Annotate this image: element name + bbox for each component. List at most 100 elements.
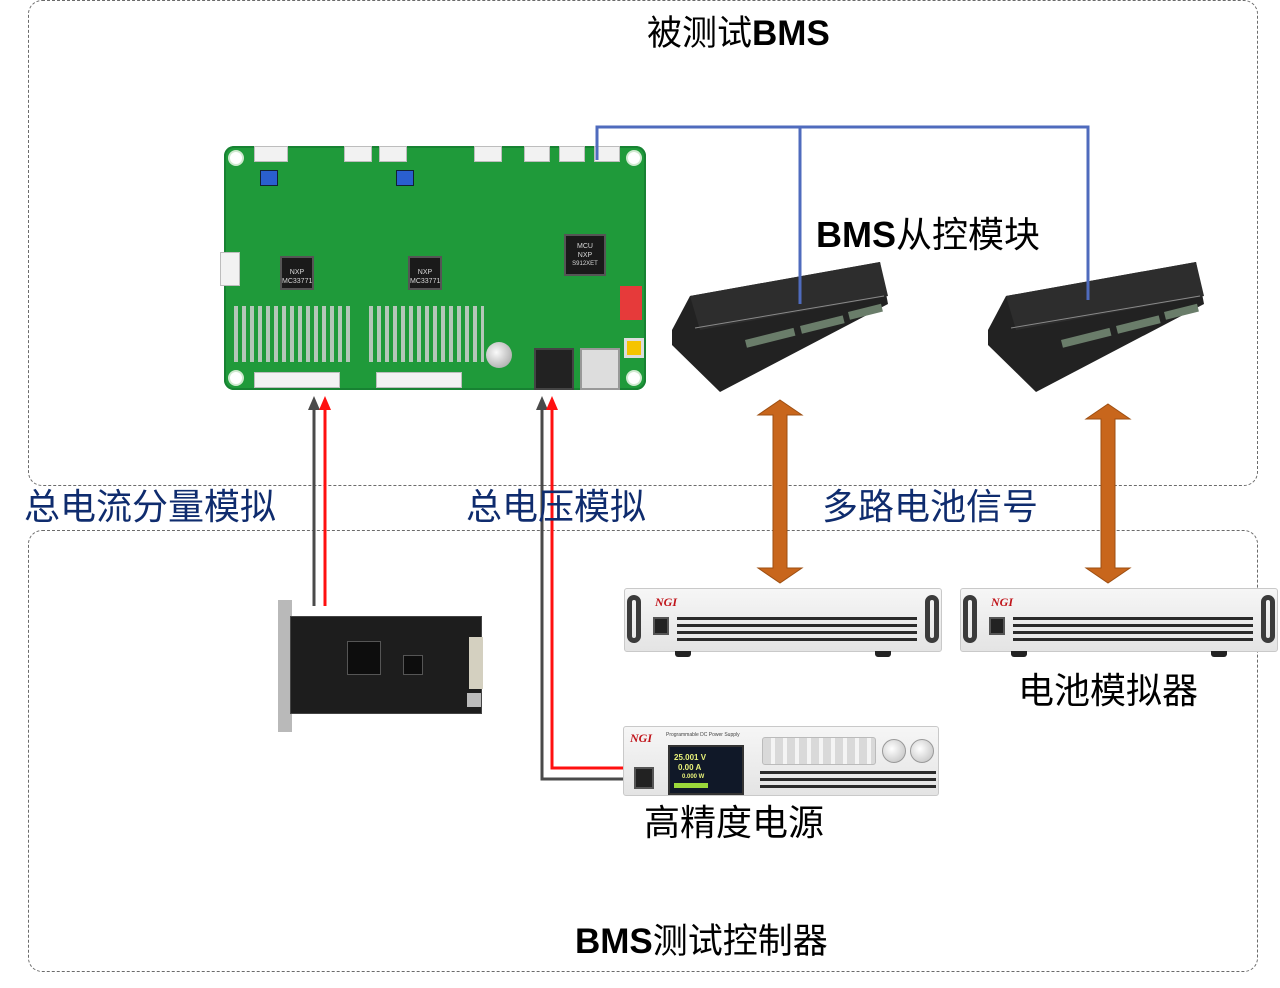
chip-brand: MCU (577, 243, 593, 250)
brand-logo: NGI (991, 595, 1014, 609)
cell-resistor-bank (234, 306, 354, 362)
card-pcb (290, 616, 483, 714)
top-connector (594, 146, 620, 162)
arrow-head-icon (546, 396, 558, 410)
battery-simulator-label: 电池模拟器 (1018, 671, 1199, 712)
cell-signal-label: 多路电池信号 (822, 487, 1039, 528)
slave-module-terminal (848, 303, 883, 320)
slave-module-terminal (745, 327, 796, 348)
current-sim-label: 总电流分量模拟 (24, 487, 277, 528)
top-connector (524, 146, 550, 162)
card-main-chip (347, 641, 381, 675)
current-sim-wires (308, 396, 331, 606)
chip-brand: NXP (289, 269, 305, 276)
cell-signal-arrow-2 (1084, 403, 1132, 584)
arrow-head-icon (308, 396, 320, 410)
current-readout: 0.00 A (678, 763, 702, 772)
bms-under-test-group (28, 0, 1258, 486)
voltage-sim-label: 总电压模拟 (466, 487, 647, 528)
cell-signal-arrow-1 (756, 399, 804, 584)
test-controller-title: BMS测试控制器 (575, 924, 828, 960)
rj45-port (580, 348, 620, 390)
top-connector (344, 146, 372, 162)
current-knob (910, 739, 934, 763)
slave-module-terminal (1116, 315, 1161, 334)
double-arrow-icon (1084, 403, 1132, 584)
chip-part: MC33771 (282, 278, 313, 285)
slave-module-top (690, 262, 888, 330)
top-connector (379, 146, 407, 162)
card-rj45 (467, 693, 481, 707)
precision-power-supply: NGI Programmable DC Power Supply 25.001 … (623, 726, 939, 796)
card-bracket (278, 600, 292, 732)
vent-grille (677, 617, 917, 643)
slave-module-edge (694, 295, 885, 329)
slave-module-edge (1010, 295, 1201, 329)
chip-part: NXP (577, 252, 593, 259)
mount-hole (228, 370, 244, 386)
slave-module-2 (988, 262, 1204, 392)
positive-wire (550, 410, 625, 770)
lcd-status-bar (674, 783, 708, 788)
slave-module-label: BMS从控模块 (816, 217, 1040, 254)
afe-chip-1: NXP MC33771 (280, 256, 314, 290)
rj11-port (534, 348, 574, 390)
card-aux-chip (403, 655, 423, 675)
slave-module-terminal (800, 315, 845, 334)
chip-part: MC33771 (410, 278, 441, 285)
voltage-readout: 25.001 V (674, 753, 707, 762)
reset-button (624, 338, 644, 358)
afe-chip-2: NXP MC33771 (408, 256, 442, 290)
power-switch (634, 767, 654, 789)
current-sim-card (278, 600, 490, 732)
power-switch (989, 617, 1005, 635)
voltage-sim-wires (536, 396, 625, 781)
top-connector (559, 146, 585, 162)
test-controller-group (28, 530, 1258, 972)
slave-module-terminal (1061, 327, 1112, 348)
rack-foot (675, 651, 691, 657)
rack-handle (1261, 595, 1275, 643)
electrolytic-capacitor (486, 342, 512, 368)
mcu-chip: MCU NXP S912XET (564, 234, 606, 276)
mount-hole (626, 370, 642, 386)
power-readout: 0.000 W (682, 774, 705, 780)
chip-brand: NXP (417, 269, 433, 276)
power-switch (653, 617, 669, 635)
slave-module-label-zh: 从控模块 (896, 215, 1041, 256)
slave-module-1 (672, 262, 888, 392)
cell-connector-2 (376, 372, 462, 388)
chip-sub: S912XET (572, 261, 598, 267)
arrow-head-icon (319, 396, 331, 410)
slave-module-label-latin: BMS (816, 214, 896, 255)
brand-logo: NGI (630, 731, 653, 745)
communication-bus (595, 125, 1090, 304)
rack-handle (627, 595, 641, 643)
top-connector (254, 146, 288, 162)
slave-module-top (1006, 262, 1204, 330)
battery-simulator-1: NGI (624, 588, 942, 657)
double-arrow-icon (756, 399, 804, 584)
test-controller-title-zh: 测试控制器 (652, 922, 828, 962)
rack-foot (1211, 651, 1227, 657)
arrow-head-icon (536, 396, 548, 410)
bms-under-test-title-latin: BMS (752, 14, 830, 53)
main-bms-board: NXP MC33771 NXP MC33771 MCU NXP S912XET (220, 146, 646, 390)
lcd-display: 25.001 V 0.00 A 0.000 W (668, 745, 744, 795)
negative-wire (540, 410, 625, 781)
vent-grille (760, 771, 936, 791)
trimmer-pot (396, 170, 414, 186)
bus-wire-main (595, 125, 1090, 300)
side-connector (220, 252, 240, 286)
bms-under-test-title: 被测试BMS (647, 16, 830, 52)
rack-handle (925, 595, 939, 643)
rack-handle (963, 595, 977, 643)
rack-foot (1011, 651, 1027, 657)
mount-hole (626, 150, 642, 166)
precision-power-supply-label: 高精度电源 (644, 803, 825, 844)
voltage-knob (882, 739, 906, 763)
bms-under-test-title-zh: 被测试 (647, 14, 753, 54)
battery-simulator-2: NGI (960, 588, 1278, 657)
keypad (762, 737, 876, 765)
